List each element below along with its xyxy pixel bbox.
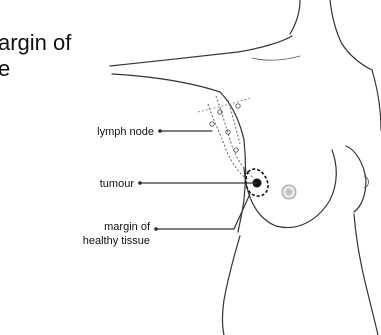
label-tumour: tumour bbox=[100, 178, 135, 190]
margin-leader-line bbox=[156, 194, 250, 229]
lymph-node-3 bbox=[234, 148, 238, 152]
label-margin-line-2: healthy tissue bbox=[83, 235, 150, 247]
torso-right-outline bbox=[372, 70, 381, 130]
lymph-node-4 bbox=[210, 122, 214, 126]
lymph-node-chain-2 bbox=[208, 104, 248, 180]
torso-lower-right bbox=[354, 214, 378, 335]
breast-outline-right bbox=[346, 146, 366, 212]
label-margin-line-1: margin of bbox=[104, 221, 151, 233]
neck-outline-right bbox=[330, 0, 372, 70]
lymph-node-5 bbox=[236, 104, 240, 108]
nipple-left-inner bbox=[286, 189, 292, 195]
collarbone-line bbox=[252, 56, 300, 60]
torso-lower-left bbox=[223, 236, 241, 335]
arm-outline-lower bbox=[112, 74, 220, 92]
label-lymph-node: lymph node bbox=[97, 126, 154, 138]
lymph-node-chain-1 bbox=[216, 96, 254, 178]
lymph-node-chain-4 bbox=[198, 98, 250, 112]
arm-outline-upper bbox=[110, 36, 292, 66]
neck-outline-left bbox=[290, 0, 300, 34]
lymph-node-2 bbox=[226, 130, 230, 134]
